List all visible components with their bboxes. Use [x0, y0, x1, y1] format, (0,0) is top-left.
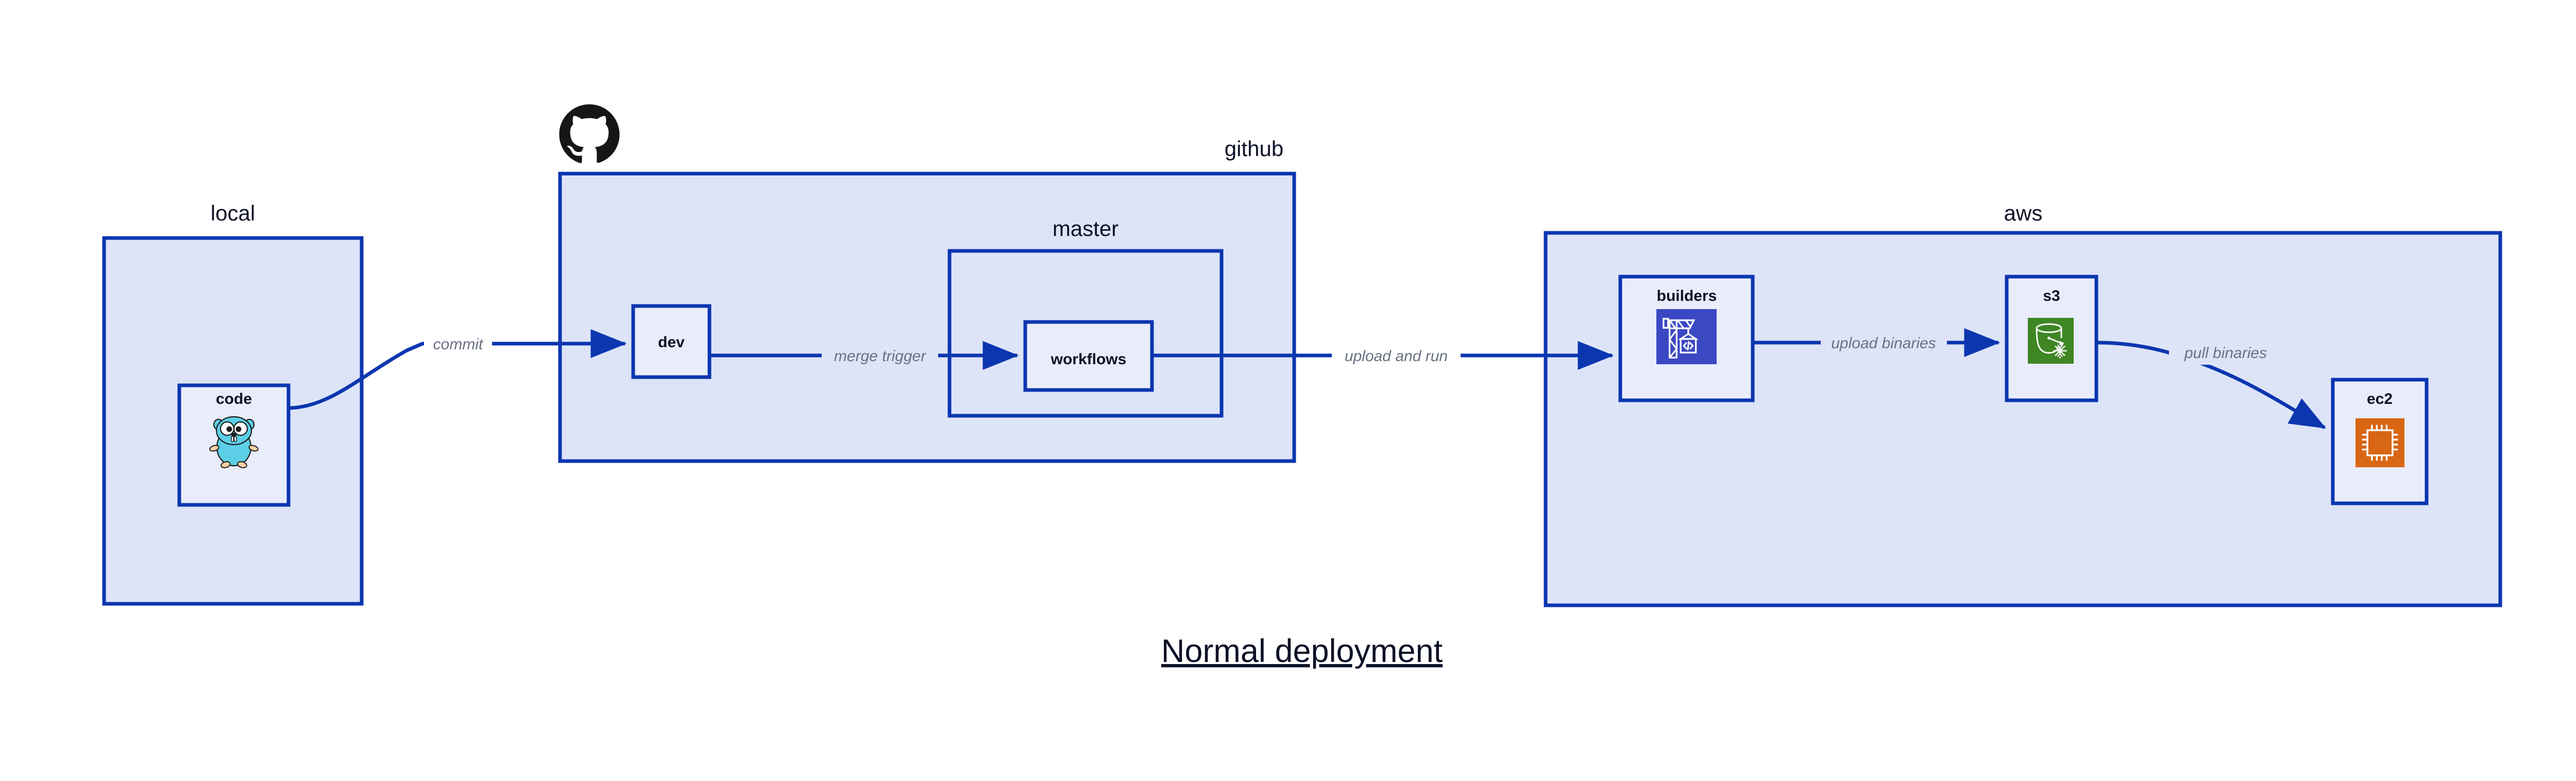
edge-label-bg-commit	[424, 331, 492, 356]
cluster-aws-label: aws	[2004, 201, 2043, 225]
node-s3[interactable]: s3	[2005, 275, 2098, 402]
node-workflows-label: workflows	[1050, 351, 1127, 368]
node-workflows-rect[interactable]	[1023, 320, 1154, 392]
edge-dev-to-workflows: merge trigger	[709, 341, 1019, 370]
edge-label-bg-pull-binaries	[2169, 340, 2282, 365]
edge-code-to-dev-path	[289, 329, 627, 410]
edge-label-bg-merge-trigger	[822, 343, 938, 368]
edge-label-upload-binaries: upload binaries	[1831, 335, 1936, 352]
edge-builders-to-s3: upload binaries	[1753, 328, 2001, 357]
node-code[interactable]: code	[177, 383, 291, 507]
node-dev-label: dev	[658, 334, 685, 351]
edge-label-commit: commit	[433, 336, 484, 353]
cluster-local-label: local	[211, 201, 255, 225]
edge-label-bg-upload-and-run	[1332, 343, 1461, 368]
edge-code-to-dev: commit	[289, 329, 627, 410]
github-octocat-icon	[559, 104, 620, 163]
cluster-master-label: master	[1053, 216, 1118, 241]
node-dev-rect[interactable]	[631, 304, 711, 379]
aws-ec2-chip-icon-bg	[2355, 418, 2404, 467]
page-title: Normal deployment	[1161, 633, 1443, 669]
edge-label-bg-upload-binaries	[1821, 330, 1947, 355]
node-ec2-label: ec2	[2367, 390, 2393, 408]
node-ec2[interactable]: ec2	[2331, 378, 2429, 505]
edge-s3-to-ec2-path	[2096, 341, 2327, 430]
node-dev[interactable]: dev	[631, 304, 711, 379]
cluster-github-label: github	[1225, 137, 1283, 161]
aws-s3-glacier-icon-bg	[2028, 318, 2074, 364]
edge-label-upload-and-run: upload and run	[1345, 348, 1448, 365]
edge-s3-to-ec2: pull binaries	[2096, 340, 2327, 430]
node-s3-label: s3	[2043, 287, 2060, 304]
edge-label-pull-binaries: pull binaries	[2184, 345, 2267, 362]
node-builders-label: builders	[1657, 287, 1717, 304]
node-workflows[interactable]: workflows	[1023, 320, 1154, 392]
aws-codebuild-icon-bg	[1656, 309, 1717, 364]
edge-workflows-to-builders: upload and run	[1152, 341, 1614, 370]
node-code-label: code	[216, 390, 252, 408]
edge-label-merge-trigger: merge trigger	[834, 348, 926, 365]
node-builders[interactable]: builders	[1618, 275, 1755, 402]
